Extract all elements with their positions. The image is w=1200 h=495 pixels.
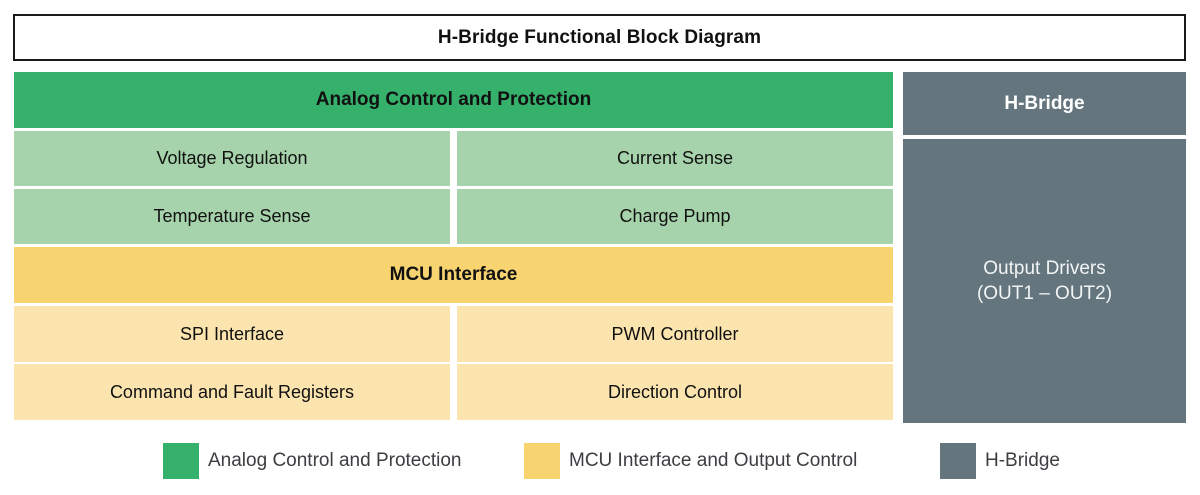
block-output-drivers-label: Output Drivers	[983, 257, 1106, 279]
block-current-sense-label: Current Sense	[616, 148, 734, 168]
block-output-drivers[interactable]: Output Drivers (OUT1 – OUT2)	[903, 139, 1186, 423]
block-spi-interface-label: SPI Interface	[179, 323, 285, 344]
block-temperature-sense-label: Temperature Sense	[153, 206, 311, 226]
block-pwm-controller-label: PWM Controller	[611, 323, 739, 344]
mcu-interface-header-block[interactable]: MCU Interface	[14, 247, 893, 303]
block-voltage-regulation-label: Voltage Regulation	[156, 148, 308, 168]
mcu-interface-header-label: MCU Interface	[389, 264, 518, 285]
block-direction-control-label: Direction Control	[607, 381, 743, 402]
legend-label-hbridge: H-Bridge	[985, 450, 1060, 471]
block-command-and-fault-registers-label: Command and Fault Registers	[109, 381, 355, 402]
block-voltage-regulation[interactable]: Voltage Regulation	[14, 131, 450, 186]
functional-blocks-group: Analog Control and Protection Voltage Re…	[14, 72, 893, 423]
block-pwm-controller[interactable]: PWM Controller	[457, 306, 893, 362]
diagram-title-bar: H-Bridge Functional Block Diagram	[13, 14, 1186, 61]
block-current-sense[interactable]: Current Sense	[457, 131, 893, 186]
hbridge-header-label: H-Bridge	[1004, 92, 1085, 114]
analog-control-header-label: Analog Control and Protection	[315, 89, 592, 110]
block-spi-interface[interactable]: SPI Interface	[14, 306, 450, 362]
block-command-and-fault-registers[interactable]: Command and Fault Registers	[14, 364, 450, 420]
legend-item-mcu-interface: MCU Interface and Output Control	[524, 438, 857, 484]
legend-label-mcu-interface: MCU Interface and Output Control	[569, 450, 858, 471]
block-direction-control[interactable]: Direction Control	[457, 364, 893, 420]
analog-control-header-block[interactable]: Analog Control and Protection	[14, 72, 893, 128]
block-output-drivers-pins: (OUT1 – OUT2)	[976, 283, 1113, 304]
legend-swatch-mcu-interface	[524, 443, 560, 479]
legend: Analog Control and Protection MCU Interf…	[0, 438, 1200, 488]
block-temperature-sense[interactable]: Temperature Sense	[14, 189, 450, 244]
legend-label-analog-control: Analog Control and Protection	[208, 450, 462, 471]
page-title: H-Bridge Functional Block Diagram	[437, 26, 762, 48]
block-charge-pump[interactable]: Charge Pump	[457, 189, 893, 244]
legend-swatch-analog-control	[163, 443, 199, 479]
legend-item-hbridge: H-Bridge	[940, 438, 1060, 484]
hbridge-header-block[interactable]: H-Bridge	[903, 72, 1186, 135]
legend-item-analog-control: Analog Control and Protection	[163, 438, 462, 484]
block-charge-pump-label: Charge Pump	[619, 206, 731, 226]
legend-swatch-hbridge	[940, 443, 976, 479]
